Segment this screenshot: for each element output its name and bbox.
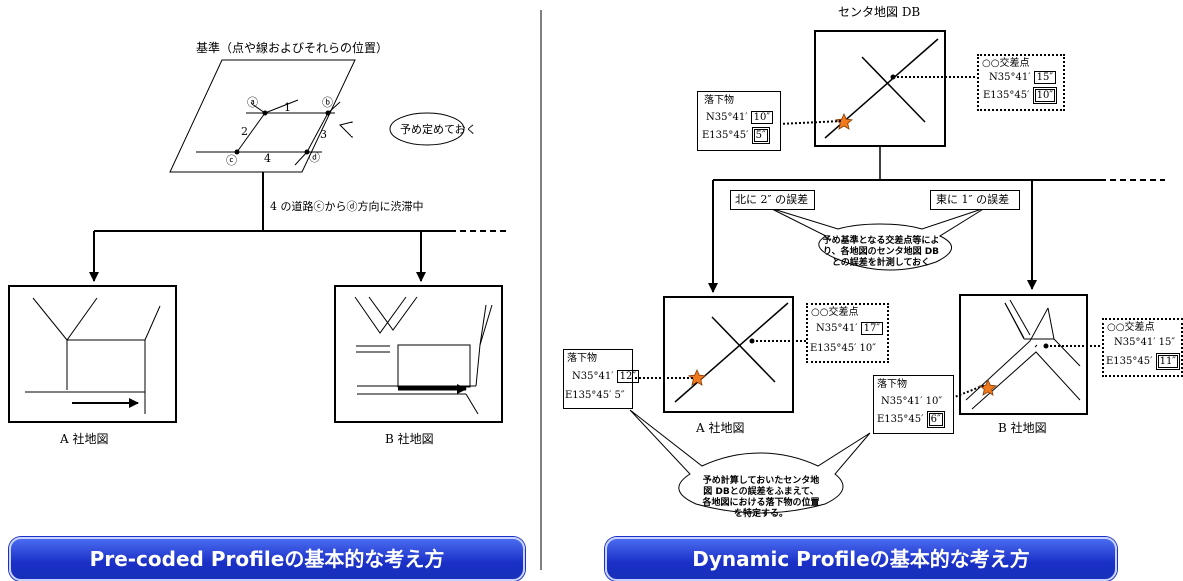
left-map-b-label: B 社地図 [385, 432, 434, 446]
center-intersection-box: ○○交差点 N35°41′ 15″ E135°45′ 10″ [977, 54, 1065, 111]
east-error-box: 東に 1″ の誤差 [930, 190, 1020, 210]
road-1-label: 1 [284, 101, 291, 114]
callout-predefine [389, 112, 465, 146]
center-fallen-box: 落下物 N35°41′ 10″ E135°45′ 5″ [697, 91, 781, 151]
right-map-b-label: B 社地図 [998, 421, 1047, 435]
center-map-title: センタ地図 DB [838, 5, 921, 19]
callout-bottom-text: 予め計算しておいたセンタ地図 DBとの誤差をふまえて、各地図における落下物の位置… [702, 476, 820, 519]
road-4-label: 4 [264, 152, 271, 165]
map-b-fallen-box: 落下物 N35°41′ 10″ E135°45′ 6″ [873, 375, 954, 434]
road-2-label: 2 [241, 125, 248, 138]
point-c-label: ⓒ [226, 154, 237, 167]
congestion-text: 4 の道路ⓒからⓓ方向に渋滞中 [270, 200, 424, 213]
point-b-label: ⓑ [322, 96, 333, 109]
callout-top-text: 予め基準となる交差点等により、各地図のセンタ地図 DBとの誤差を計測しておく [822, 236, 940, 268]
point-a-label: ⓐ [247, 96, 258, 109]
left-map-b [334, 285, 503, 423]
left-map-a-label: A 社地図 [60, 432, 109, 446]
map-a-intersection-box: ○○交差点 N35°41′ 17″ E135°45′ 10″ [806, 303, 889, 363]
callout-predefine-text: 予め定めておく [400, 123, 477, 136]
reference-title: 基準（点や線およびそれらの位置） [196, 41, 389, 55]
banner-precoded: Pre-coded Profileの基本的な考え方 [9, 537, 525, 581]
left-map-a [8, 285, 177, 423]
callout-bottom-shape [629, 409, 871, 514]
map-b-intersection-box: ○○交差点 N35°41′ 15″ E135°45′ 11″ [1102, 318, 1183, 377]
callout-top-shape [769, 207, 986, 271]
reference-roads [196, 99, 341, 166]
right-map-b [959, 294, 1088, 415]
right-map-a-label: A 社地図 [696, 421, 745, 435]
center-star [835, 113, 853, 130]
banner-dynamic: Dynamic Profileの基本的な考え方 [605, 537, 1117, 581]
point-d-label: ⓓ [309, 151, 320, 164]
map-a-star [688, 369, 706, 386]
road-3-label: 3 [320, 128, 327, 141]
map-a-fallen-box: 落下物 N35°41′ 12″ E135°45′ 5″ [563, 349, 640, 409]
north-error-box: 北に 2″ の誤差 [730, 190, 815, 210]
